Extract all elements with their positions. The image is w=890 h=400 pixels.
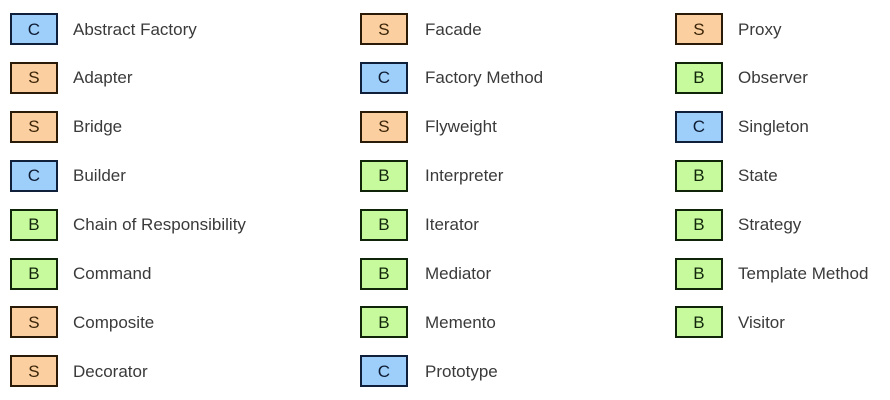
- pattern-name-label: Visitor: [738, 312, 785, 332]
- legend-item[interactable]: S Composite: [10, 306, 155, 339]
- category-badge-s: S: [10, 61, 58, 94]
- category-badge-s: S: [10, 306, 58, 339]
- category-badge-c: C: [675, 110, 723, 143]
- pattern-name-label: Mediator: [425, 264, 492, 283]
- legend-item[interactable]: B State: [675, 159, 778, 192]
- category-badge-b: B: [10, 208, 58, 241]
- pattern-name-label: State: [738, 166, 778, 186]
- legend-item[interactable]: S Flyweight: [360, 110, 497, 143]
- pattern-name-label: Memento: [425, 312, 496, 332]
- category-badge-c: C: [10, 159, 58, 192]
- pattern-name-label: Facade: [425, 19, 482, 39]
- legend-item[interactable]: C Builder: [10, 159, 126, 192]
- pattern-name-label: Template Method: [738, 264, 869, 283]
- category-badge-c: C: [10, 13, 58, 45]
- category-badge-b: B: [675, 61, 723, 94]
- pattern-name-label: Proxy: [738, 19, 782, 39]
- category-badge-c: C: [360, 355, 408, 388]
- category-badge-s: S: [675, 13, 723, 45]
- pattern-name-label: Prototype: [425, 361, 498, 381]
- legend-item[interactable]: S Decorator: [10, 355, 148, 388]
- legend-item[interactable]: C Prototype: [360, 355, 498, 388]
- pattern-name-label: Factory Method: [425, 68, 544, 88]
- legend-item[interactable]: B Observer: [675, 61, 808, 94]
- pattern-name-label: Bridge: [73, 117, 123, 137]
- legend-item[interactable]: S Adapter: [10, 61, 133, 94]
- pattern-name-label: Interpreter: [425, 166, 504, 186]
- legend-item[interactable]: B Chain of Responsibility: [10, 208, 246, 241]
- legend-item[interactable]: B Memento: [360, 306, 496, 339]
- pattern-name-label: Singleton: [738, 117, 809, 137]
- legend-item[interactable]: B Strategy: [675, 208, 802, 241]
- pattern-name-label: Iterator: [425, 215, 479, 235]
- pattern-name-label: Chain of Responsibility: [73, 215, 246, 235]
- category-badge-c: C: [360, 61, 408, 94]
- pattern-name-label: Composite: [73, 312, 155, 332]
- legend-item[interactable]: C Singleton: [675, 110, 809, 143]
- category-badge-b: B: [675, 306, 723, 339]
- legend-item[interactable]: C Abstract Factory: [10, 13, 197, 45]
- pattern-name-label: Observer: [738, 68, 808, 88]
- category-badge-b: B: [360, 306, 408, 339]
- legend-item[interactable]: B Mediator: [360, 257, 492, 290]
- category-badge-b: B: [10, 257, 58, 290]
- legend-item[interactable]: B Iterator: [360, 208, 479, 241]
- legend-item[interactable]: B Command: [10, 257, 152, 290]
- pattern-name-label: Adapter: [73, 68, 133, 88]
- category-badge-b: B: [675, 159, 723, 192]
- pattern-name-label: Flyweight: [425, 117, 497, 137]
- legend-item[interactable]: B Template Method: [675, 257, 869, 290]
- pattern-name-label: Command: [73, 264, 152, 283]
- legend-item[interactable]: C Factory Method: [360, 61, 544, 94]
- pattern-name-label: Strategy: [738, 215, 802, 235]
- pattern-name-label: Decorator: [73, 361, 148, 381]
- category-badge-s: S: [10, 355, 58, 388]
- legend-item[interactable]: B Visitor: [675, 306, 785, 339]
- category-badge-b: B: [360, 208, 408, 241]
- legend-item[interactable]: S Facade: [360, 13, 482, 45]
- legend-item[interactable]: B Interpreter: [360, 159, 504, 192]
- pattern-name-label: Builder: [73, 166, 126, 186]
- category-badge-b: B: [360, 257, 408, 290]
- category-badge-b: B: [675, 208, 723, 241]
- category-badge-s: S: [10, 110, 58, 143]
- pattern-name-label: Abstract Factory: [73, 19, 197, 39]
- category-badge-b: B: [360, 159, 408, 192]
- category-badge-b: B: [675, 257, 723, 290]
- category-badge-s: S: [360, 13, 408, 45]
- category-badge-s: S: [360, 110, 408, 143]
- legend-item[interactable]: S Bridge: [10, 110, 123, 143]
- legend-item[interactable]: S Proxy: [675, 13, 781, 45]
